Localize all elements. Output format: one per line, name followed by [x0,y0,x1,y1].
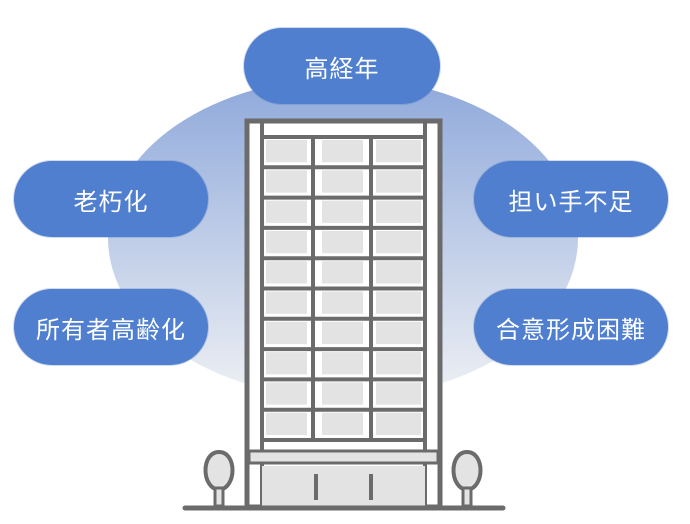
tree-trunk [215,488,223,506]
window-band [376,201,421,223]
window-band [376,292,421,314]
label-top: 高経年 [244,28,440,104]
window-band [322,322,363,344]
window-band [376,322,421,344]
window-band [322,292,363,314]
window-band [322,140,363,162]
window-band [376,352,421,374]
window-band [266,201,307,223]
window-band [266,382,307,404]
label-right-upper: 担い手不足 [474,161,668,237]
tree-canopy [454,452,481,490]
entrance-band [249,451,438,463]
label-right-lower: 合意形成困難 [474,289,668,365]
tree-trunk [463,488,471,506]
window-band [322,352,363,374]
window-band [322,413,363,435]
window-band [322,231,363,253]
window-band [376,170,421,192]
tree-canopy [206,452,233,490]
label-left-upper: 老朽化 [14,161,208,237]
window-band [266,231,307,253]
window-band [376,140,421,162]
window-band [266,413,307,435]
window-band [266,292,307,314]
window-band [376,261,421,283]
window-band [322,170,363,192]
window-band [266,140,307,162]
window-band [322,382,363,404]
window-band [376,382,421,404]
window-band [322,201,363,223]
window-band [376,413,421,435]
window-band [266,322,307,344]
window-band [266,261,307,283]
window-band [322,261,363,283]
window-band [266,352,307,374]
label-left-lower: 所有者高齢化 [14,289,208,365]
window-band [266,170,307,192]
ground-floor [262,466,425,507]
window-band [376,231,421,253]
